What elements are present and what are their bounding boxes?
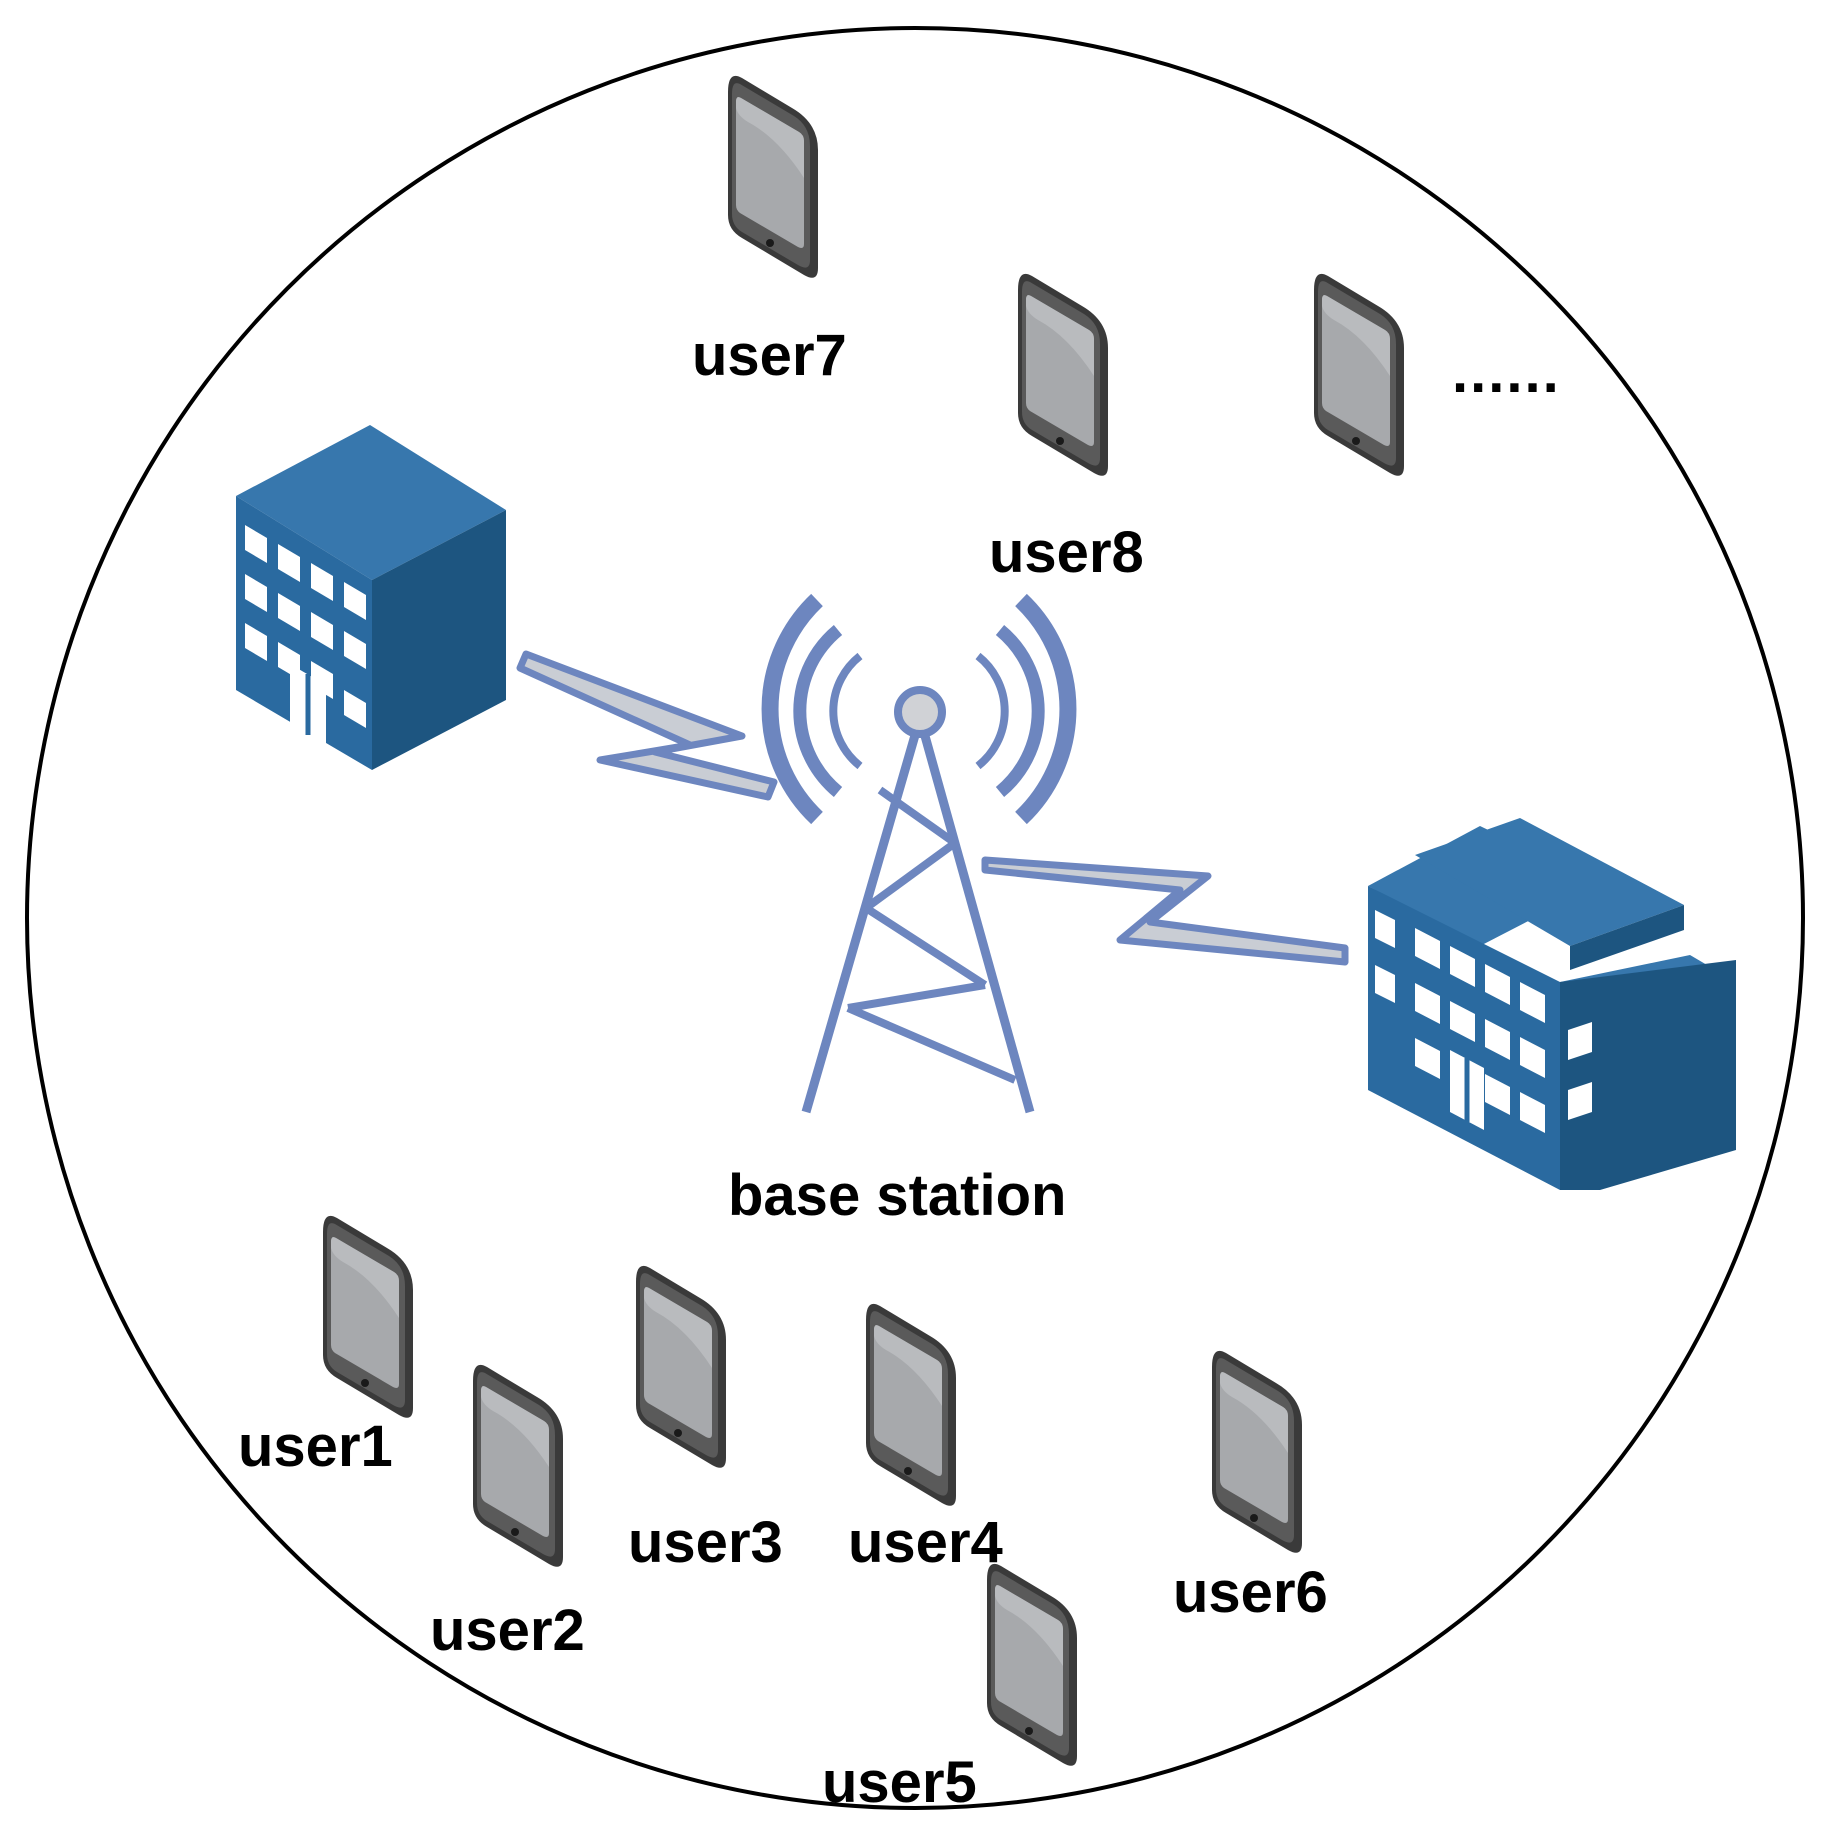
user7-label: user7 — [692, 323, 847, 388]
more-users-label: ...... — [1452, 340, 1561, 405]
user1-label: user1 — [238, 1414, 393, 1479]
user4-label: user4 — [848, 1510, 1003, 1575]
cell-tower-icon — [761, 593, 1077, 1114]
office-building-icon — [1368, 818, 1736, 1190]
smartphone-icon-user4 — [866, 1303, 956, 1506]
smartphone-icon-user2 — [473, 1364, 563, 1567]
smartphone-icon-user6 — [1212, 1350, 1302, 1553]
smartphone-icon-user1 — [323, 1215, 413, 1418]
user5-label: user5 — [822, 1750, 977, 1815]
smartphone-icon-user3 — [636, 1265, 726, 1468]
smartphone-icon-more — [1314, 273, 1404, 476]
wireless-link-left — [516, 650, 778, 801]
user3-label: user3 — [628, 1510, 783, 1575]
base-station-label: base station — [728, 1163, 1066, 1228]
smartphone-icon-user8 — [1018, 273, 1108, 476]
smartphone-icon-user5 — [987, 1563, 1077, 1766]
user8-label: user8 — [989, 520, 1144, 585]
smartphone-icon-user7 — [728, 75, 818, 278]
coverage-boundary — [25, 26, 1805, 1810]
antenna-top — [894, 686, 946, 738]
office-building-icon — [236, 425, 506, 770]
wireless-link-right — [981, 856, 1349, 966]
user6-label: user6 — [1173, 1560, 1328, 1625]
user2-label: user2 — [430, 1598, 585, 1663]
